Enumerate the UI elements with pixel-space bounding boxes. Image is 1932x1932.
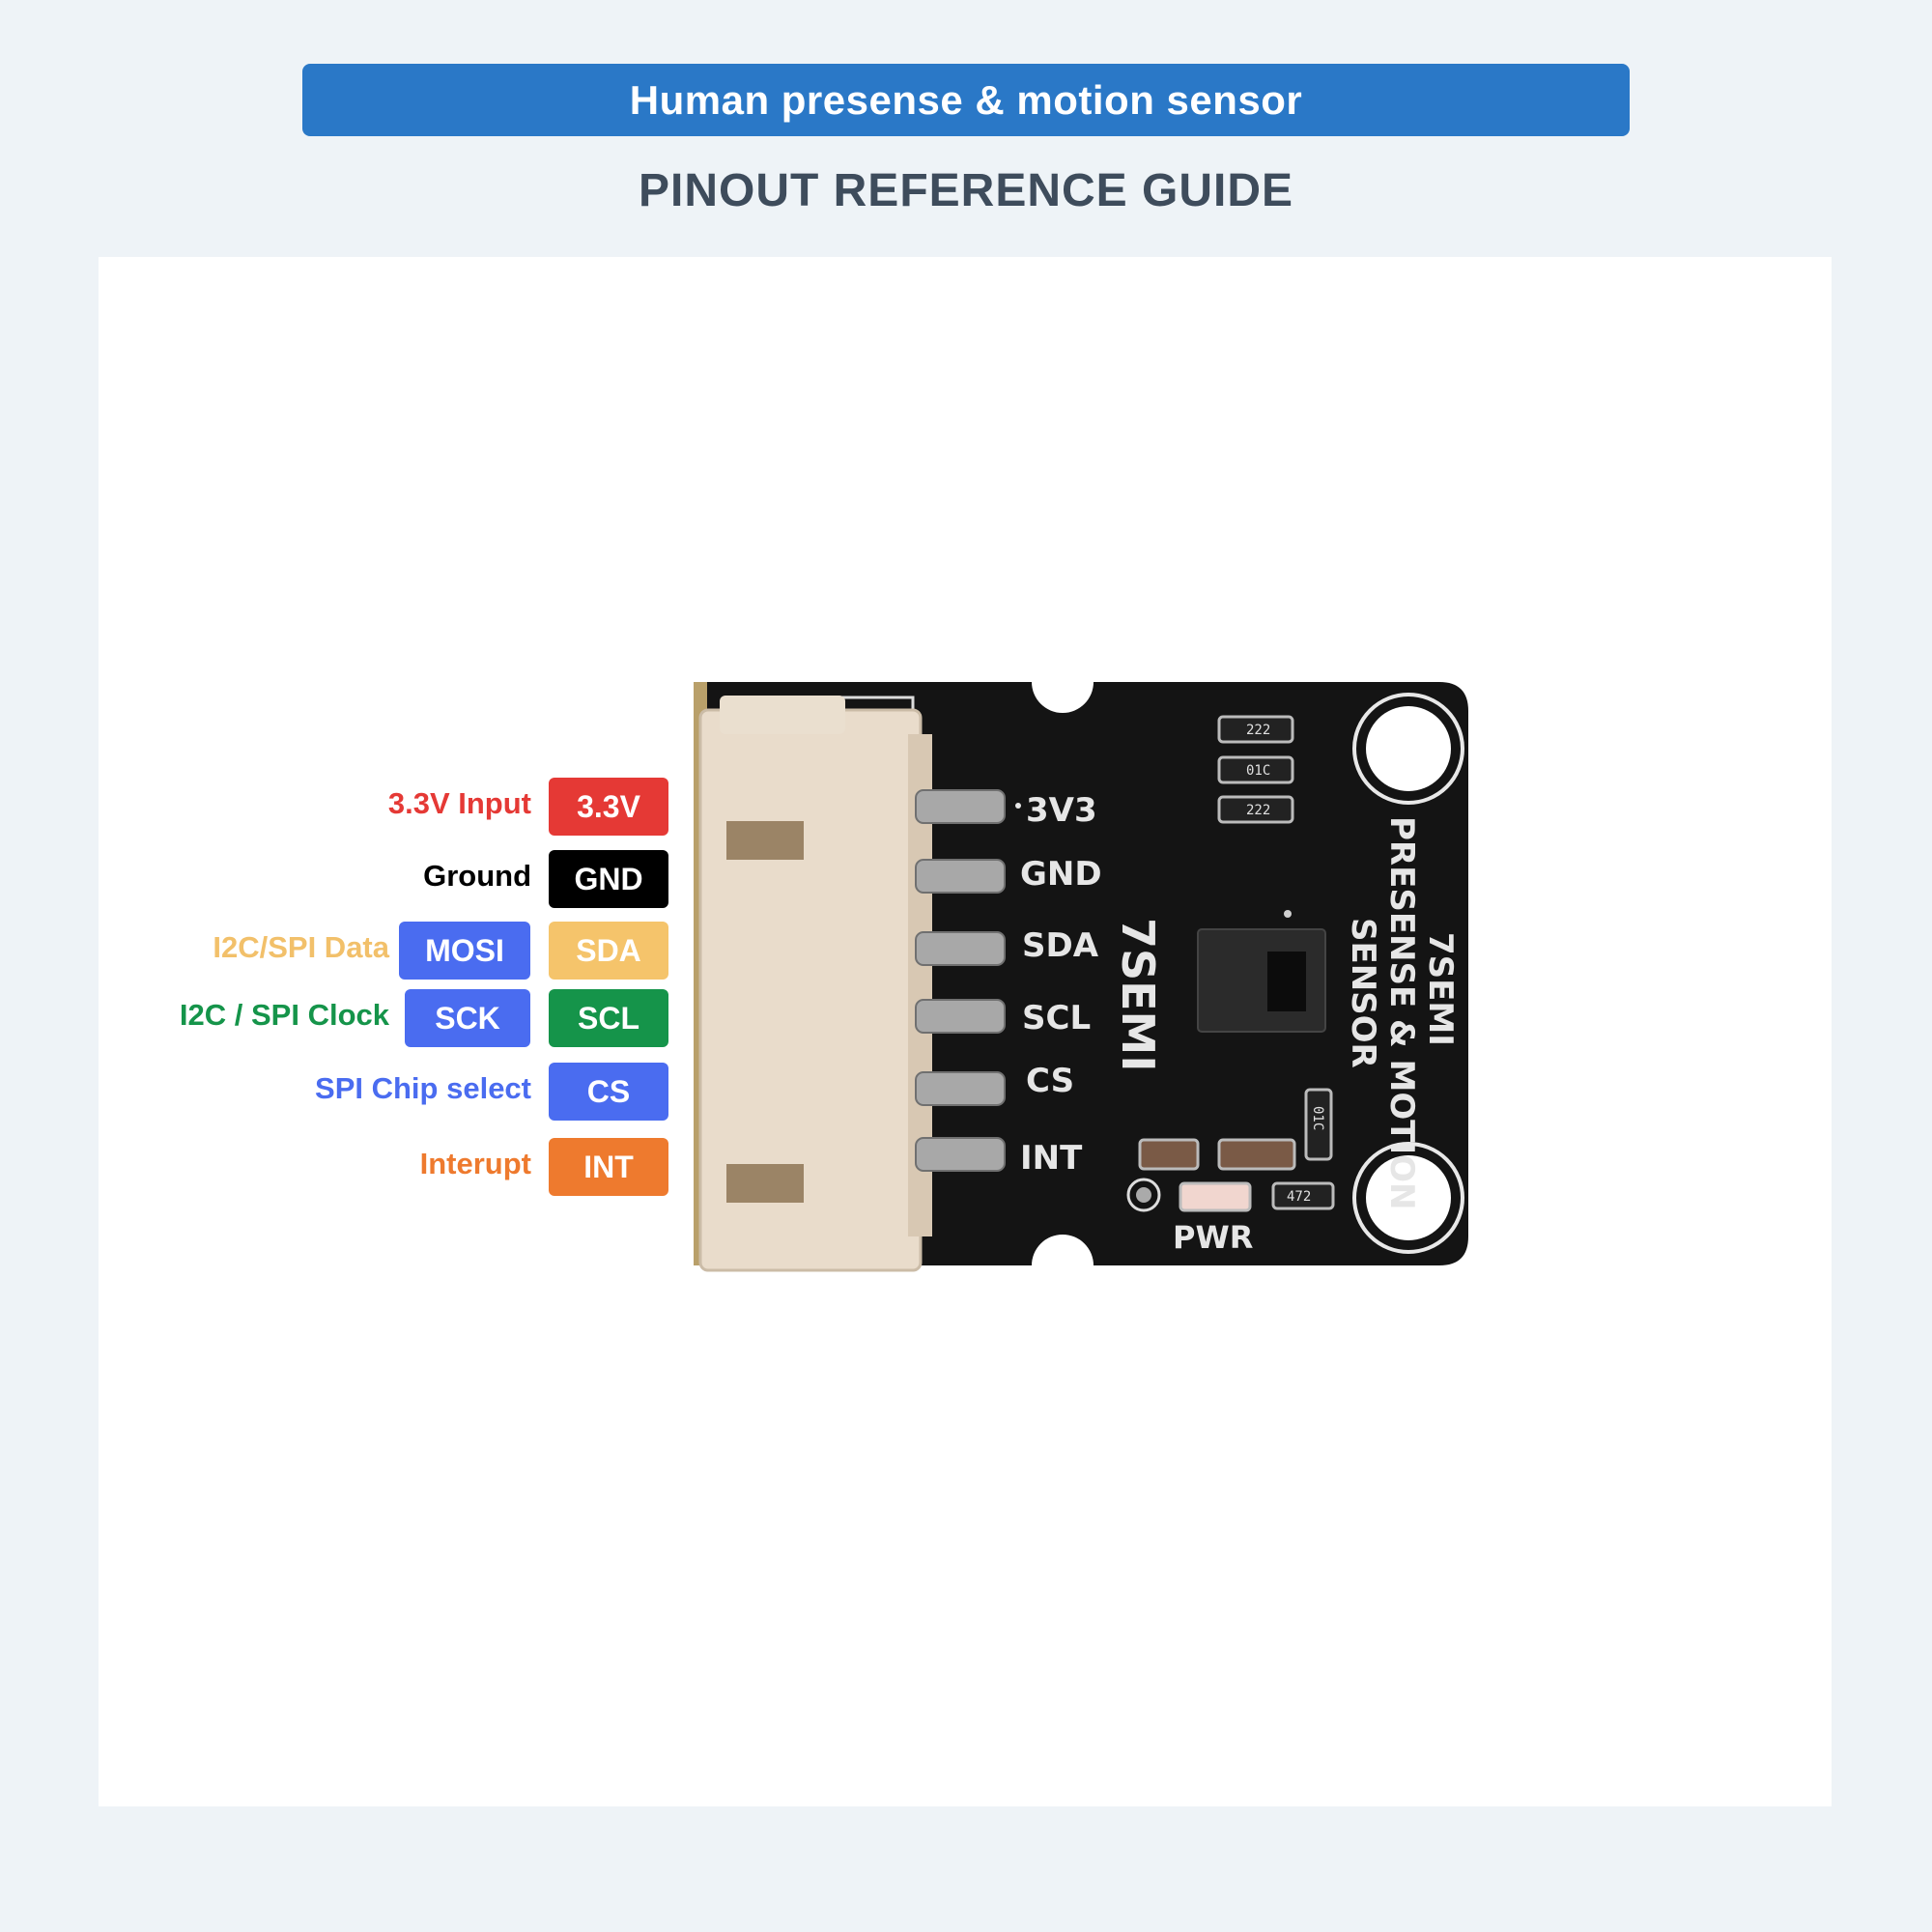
- jst-connector: [698, 696, 932, 1272]
- resistor-3: 222: [1246, 803, 1270, 818]
- pin-badge-gnd: GND: [549, 850, 668, 908]
- pin-badge-3v3: 3.3V: [549, 778, 668, 836]
- silk-cs: CS: [1026, 1062, 1074, 1100]
- product-line-2: PRESENSE & MOTION: [1382, 816, 1421, 1209]
- subtitle: PINOUT REFERENCE GUIDE: [638, 165, 1294, 216]
- resistor-4: 01C: [1310, 1106, 1325, 1130]
- pin-leads: [915, 789, 1006, 1172]
- pin-description-3v3: 3.3V Input: [387, 786, 531, 820]
- resistor-1: 222: [1246, 723, 1270, 738]
- silk-gnd: GND: [1020, 855, 1102, 894]
- sensor-board-illustration: 3V3 GND SDA SCL CS INT PWR 7SEMI 7SEMI P…: [694, 682, 1468, 1272]
- mounting-hole-bottom: [1352, 1142, 1464, 1254]
- pin-badge-sda: SDA: [549, 922, 668, 980]
- mounting-hole-top: [1352, 693, 1464, 805]
- pin-badge-mosi: MOSI: [399, 922, 530, 980]
- silk-pwr: PWR: [1173, 1219, 1253, 1256]
- silk-int: INT: [1020, 1139, 1083, 1178]
- product-line-1: 7SEMI: [1421, 932, 1460, 1046]
- brand-logo: 7SEMI: [1112, 918, 1164, 1071]
- pin-badge-scl: SCL: [549, 989, 668, 1047]
- title-banner: Human presense & motion sensor: [302, 64, 1630, 136]
- silk-sda: SDA: [1022, 926, 1099, 965]
- silk-scl: SCL: [1022, 999, 1091, 1037]
- pin-description-gnd: Ground: [423, 859, 531, 893]
- pin-description-scl: I2C / SPI Clock: [179, 998, 389, 1032]
- smd-components: 222 01C 222 01C 472: [1126, 715, 1335, 1212]
- pin-badge-int: INT: [549, 1138, 668, 1196]
- pin-description-cs: SPI Chip select: [315, 1071, 531, 1105]
- pin-description-sda: I2C/SPI Data: [213, 930, 389, 964]
- product-line-3: SENSOR: [1344, 918, 1382, 1068]
- pin-badge-cs: CS: [549, 1063, 668, 1121]
- resistor-2: 01C: [1246, 763, 1270, 779]
- pin-badge-sck: SCK: [405, 989, 530, 1047]
- resistor-5: 472: [1287, 1189, 1311, 1205]
- pin-description-int: Interupt: [419, 1147, 531, 1180]
- title: Human presense & motion sensor: [629, 76, 1303, 123]
- sensor-chip: [1197, 910, 1326, 1033]
- silk-3v3: 3V3: [1026, 791, 1097, 830]
